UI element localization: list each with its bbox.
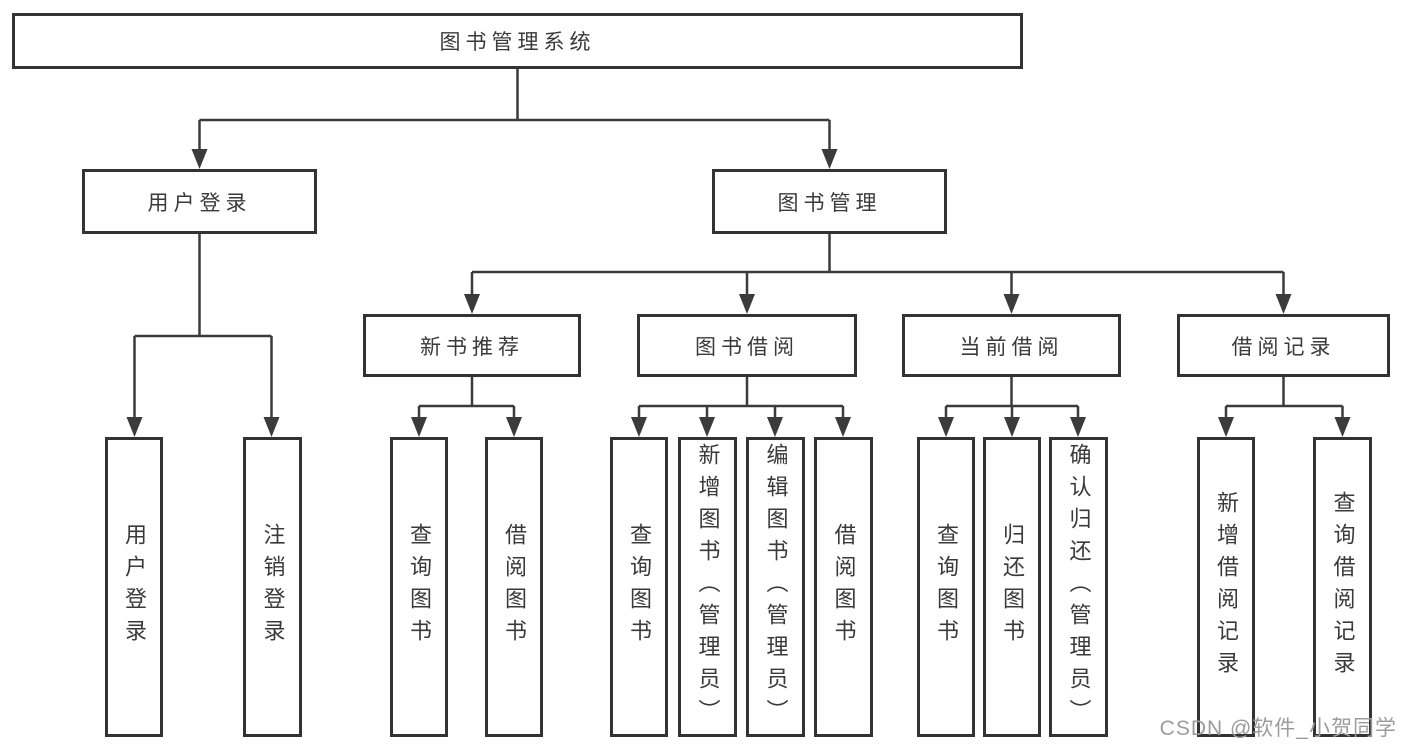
node-book-borrowing-label: 图书借阅 (695, 335, 799, 359)
node-borrowing-records: 借阅记录 (1177, 314, 1390, 377)
connector-book-borrow (637, 377, 845, 420)
arrow-down-icon (767, 417, 783, 437)
arrow-down-icon (821, 149, 838, 169)
arrow-down-icon (464, 294, 480, 314)
watermark: CSDN @软件_小贺同学 (1159, 717, 1397, 740)
leaf-borrowing-query-books: 查询图书 (610, 437, 668, 737)
leaf-label: 查询借阅记录 (1330, 491, 1356, 683)
connector-root (198, 69, 831, 152)
leaf-return-books: 归还图书 (983, 437, 1041, 737)
leaf-add-books-admin: 新增图书（管理员） (678, 437, 737, 737)
node-new-book-recommend-label: 新书推荐 (420, 335, 524, 359)
arrow-down-icon (739, 294, 755, 314)
node-user-login-label: 用户登录 (147, 191, 252, 215)
leaf-user-login: 用户登录 (105, 437, 163, 737)
node-book-management: 图书管理 (712, 169, 947, 234)
arrow-down-icon (191, 149, 208, 169)
leaf-add-borrow-record: 新增借阅记录 (1197, 437, 1255, 737)
connector-borrow-records (1224, 377, 1344, 420)
connector-user-login (133, 234, 273, 420)
node-user-login: 用户登录 (82, 169, 317, 234)
arrow-down-icon (938, 417, 954, 437)
arrow-down-icon (699, 417, 715, 437)
arrow-down-icon (1275, 294, 1292, 314)
leaf-edit-books-admin: 编辑图书（管理员） (746, 437, 805, 737)
leaf-label: 新增借阅记录 (1214, 491, 1239, 683)
arrow-down-icon (835, 417, 851, 437)
node-current-borrowing: 当前借阅 (902, 314, 1121, 377)
connector-new-book (417, 377, 516, 420)
leaf-confirm-return-admin: 确认归还（管理员） (1049, 437, 1108, 737)
connector-book-management (470, 234, 1285, 297)
node-book-borrowing: 图书借阅 (637, 314, 857, 377)
leaf-borrowing-borrow-books: 借阅图书 (814, 437, 873, 737)
arrow-down-icon (1218, 417, 1234, 437)
arrow-down-icon (631, 417, 647, 437)
node-new-book-recommend: 新书推荐 (363, 314, 581, 377)
node-root: 图书管理系统 (12, 13, 1023, 69)
leaf-label: 借阅图书 (831, 523, 857, 651)
leaf-label: 借阅图书 (502, 523, 527, 651)
arrow-down-icon (263, 417, 280, 437)
leaf-label: 确认归还（管理员） (1066, 443, 1092, 731)
leaf-label: 查询图书 (934, 523, 959, 651)
leaf-label: 查询图书 (627, 523, 652, 651)
leaf-label: 查询图书 (407, 523, 432, 651)
arrow-down-icon (1003, 294, 1020, 314)
leaf-recommend-borrow-books: 借阅图书 (485, 437, 543, 737)
arrow-down-icon (1070, 417, 1086, 437)
connector-current-borrow (944, 377, 1080, 420)
arrow-down-icon (1004, 417, 1020, 437)
arrow-down-icon (126, 417, 143, 437)
node-root-label: 图书管理系统 (439, 31, 596, 54)
node-book-management-label: 图书管理 (777, 191, 882, 215)
leaf-label: 注销登录 (260, 523, 286, 651)
node-current-borrowing-label: 当前借阅 (959, 335, 1064, 359)
leaf-logout: 注销登录 (243, 437, 302, 737)
leaf-label: 编辑图书（管理员） (763, 443, 789, 731)
leaf-recommend-query-books: 查询图书 (390, 437, 448, 737)
leaf-label: 用户登录 (122, 523, 147, 651)
arrow-down-icons (126, 149, 1351, 437)
node-borrowing-records-label: 借阅记录 (1231, 335, 1336, 359)
arrow-down-icon (411, 417, 427, 437)
arrow-down-icon (1334, 417, 1351, 437)
leaf-label: 归还图书 (1000, 523, 1025, 651)
leaf-query-borrow-record: 查询借阅记录 (1313, 437, 1372, 737)
leaf-current-query-books: 查询图书 (917, 437, 975, 737)
arrow-down-icon (506, 417, 522, 437)
leaf-label: 新增图书（管理员） (695, 443, 721, 731)
